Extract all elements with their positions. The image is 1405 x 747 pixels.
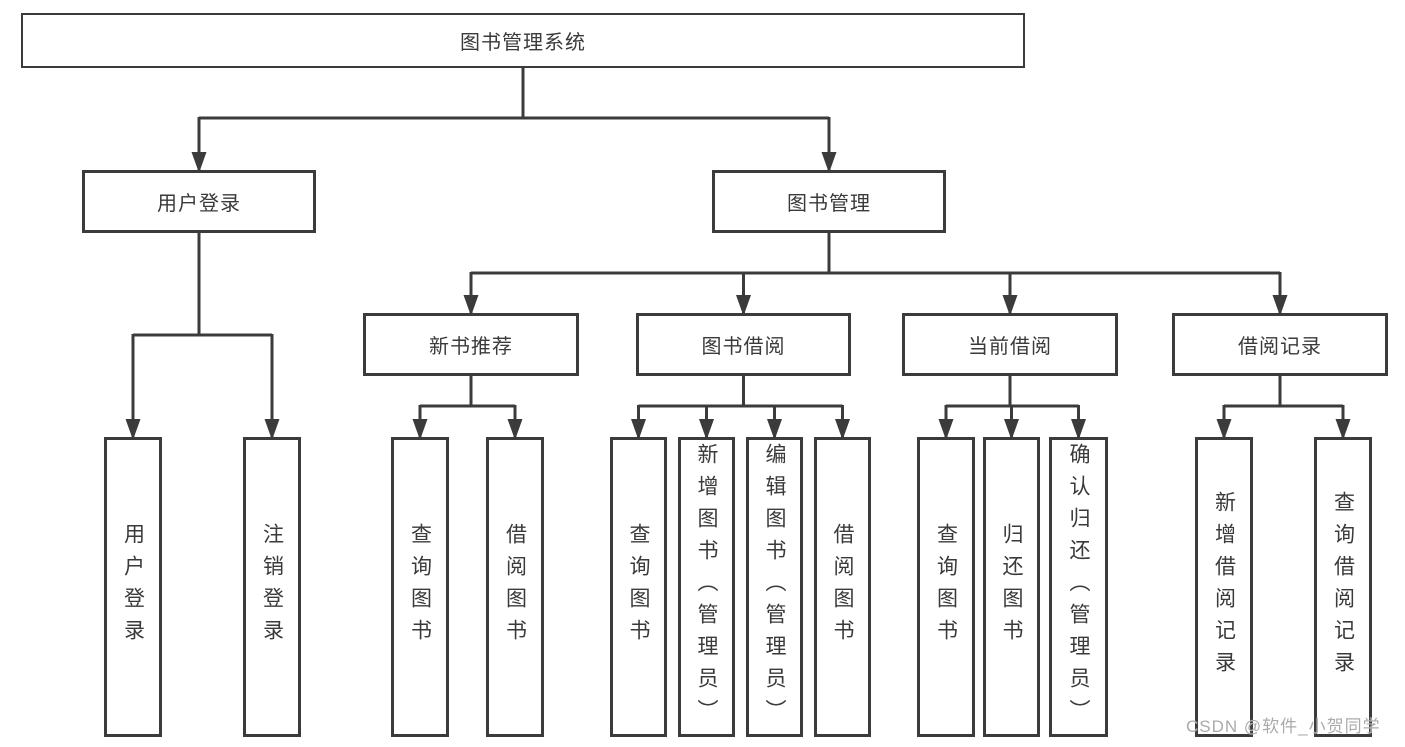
leaf-confirm-return-admin: 确认归还（管理员） [1049, 437, 1108, 737]
node-current-borrowing-label: 当前借阅 [968, 336, 1052, 358]
leaf-edit-books-admin: 编辑图书（管理员） [746, 437, 803, 737]
node-user-login-label: 用户登录 [157, 193, 241, 215]
leaf-user-login: 用户登录 [104, 437, 162, 737]
node-book-borrowing: 图书借阅 [636, 313, 851, 376]
node-root-label: 图书管理系统 [460, 32, 586, 54]
node-book-management: 图书管理 [712, 170, 946, 233]
node-user-login: 用户登录 [82, 170, 316, 233]
node-new-book-recommend-label: 新书推荐 [429, 336, 513, 358]
node-current-borrowing: 当前借阅 [902, 313, 1118, 376]
node-borrowing-records-label: 借阅记录 [1238, 336, 1322, 358]
leaf-query-books-1: 查询图书 [391, 437, 449, 737]
leaf-query-books-3: 查询图书 [917, 437, 975, 737]
leaf-logout: 注销登录 [243, 437, 301, 737]
node-book-borrowing-label: 图书借阅 [701, 336, 786, 358]
leaf-borrow-books-2: 借阅图书 [814, 437, 871, 737]
csdn-watermark: CSDN @软件_小贺同学 [1186, 717, 1381, 736]
leaf-borrow-books-1: 借阅图书 [486, 437, 544, 737]
node-borrowing-records: 借阅记录 [1172, 313, 1388, 376]
node-book-management-label: 图书管理 [787, 193, 871, 215]
node-new-book-recommend: 新书推荐 [363, 313, 579, 376]
leaf-query-books-2: 查询图书 [610, 437, 667, 737]
leaf-return-books: 归还图书 [983, 437, 1040, 737]
leaf-query-borrow-record: 查询借阅记录 [1314, 437, 1372, 737]
leaf-add-borrow-record: 新增借阅记录 [1195, 437, 1253, 737]
node-root: 图书管理系统 [21, 13, 1025, 68]
leaf-add-books-admin: 新增图书（管理员） [678, 437, 735, 737]
